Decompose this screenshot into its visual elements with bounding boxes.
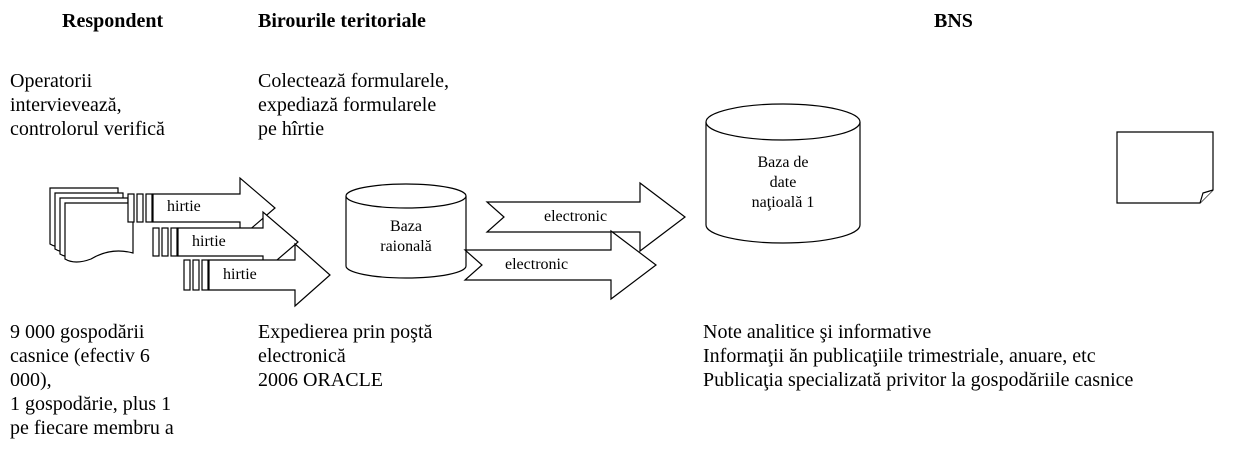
paper-arrow-1	[127, 176, 276, 240]
birouri-top-text: Colectează formularele, expediază formul…	[258, 69, 449, 141]
text-line: pe fiecare membru a	[10, 417, 174, 439]
text-line: 1 gospodărie, plus 1	[10, 393, 172, 415]
paper-arrow-2	[152, 210, 299, 274]
text-line: 9 000 gospodării	[10, 321, 145, 343]
bns-bottom-text: Note analitice şi informative Informaţii…	[703, 320, 1133, 392]
paper-arrow-3-label: hirtie	[223, 266, 257, 283]
header-bns: BNS	[934, 10, 973, 32]
text-line: intervievează,	[10, 94, 122, 116]
text-line: expediază formularele	[258, 94, 437, 116]
paper-arrow-1-label: hirtie	[167, 198, 201, 215]
text-line: casnice (efectiv 6	[10, 345, 150, 367]
header-respondent: Respondent	[62, 10, 164, 32]
text-line: electronică	[258, 345, 346, 367]
respondent-top-text: Operatorii intervievează, controlorul ve…	[10, 69, 165, 141]
text-line: raională	[380, 238, 432, 255]
text-line: 2006 ORACLE	[258, 369, 383, 391]
text-line: Note analitice şi informative	[703, 321, 932, 343]
text-line: date	[769, 174, 797, 191]
raion-database-icon	[345, 183, 467, 279]
text-line: 000),	[10, 369, 52, 391]
text-line: naţioală 1	[751, 194, 815, 211]
electronic-arrow-1	[485, 181, 686, 253]
national-database-icon	[705, 103, 861, 244]
electronic-arrow-2	[463, 229, 657, 301]
document-icon	[1116, 131, 1214, 204]
paper-arrow-3	[183, 242, 331, 308]
electronic-arrow-2-label: electronic	[505, 256, 569, 273]
text-line: Colectează formularele,	[258, 70, 449, 92]
respondent-bottom-text: 9 000 gospodării casnice (efectiv 6 000)…	[10, 320, 174, 440]
text-line: controlorul verifică	[10, 118, 165, 140]
header-birouri-teritoriale: Birourile teritoriale	[258, 10, 426, 32]
electronic-arrow-1-label: electronic	[544, 208, 608, 225]
text-line: Informaţii ăn publicaţiile trimestriale,…	[703, 345, 1096, 367]
text-line: Publicaţia specializată privitor la gosp…	[703, 369, 1134, 391]
paper-arrow-2-label: hirtie	[192, 233, 226, 250]
paper-forms-stack-icon	[49, 187, 134, 263]
text-line: Baza	[390, 218, 422, 235]
text-line: pe hîrtie	[258, 118, 325, 140]
text-line: Operatorii	[10, 70, 93, 92]
raion-database-label: Baza raională	[356, 217, 456, 257]
text-line: Expedierea prin poştă	[258, 321, 433, 343]
national-database-label: Baza de date naţioală 1	[723, 153, 843, 213]
text-line: Baza de	[757, 154, 809, 171]
birouri-bottom-text: Expedierea prin poştă electronică 2006 O…	[258, 320, 432, 392]
